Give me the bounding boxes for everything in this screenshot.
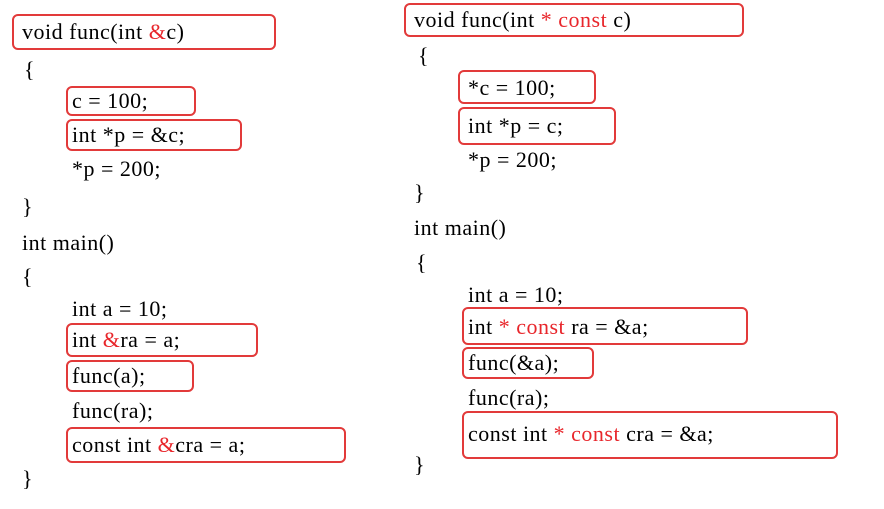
code-token: func(ra); (468, 385, 550, 410)
highlighted-code-token: & (157, 432, 176, 457)
code-token: { (22, 264, 34, 289)
code-token: *p = 200; (468, 147, 558, 172)
highlighted-code-token: & (102, 327, 121, 352)
highlight-box (404, 3, 744, 37)
highlight-box (462, 347, 594, 379)
highlight-box (462, 307, 748, 345)
code-token: { (24, 57, 36, 82)
code-line: int * const ra = &a; (468, 314, 649, 340)
code-line: { (22, 264, 33, 290)
highlight-box (66, 360, 194, 392)
code-token: *p = 200; (72, 156, 162, 181)
code-token: *c = 100; (468, 75, 556, 100)
highlight-box (66, 323, 258, 357)
code-token: const int (468, 421, 554, 446)
code-line: func(ra); (468, 385, 549, 411)
code-token: int main() (22, 230, 115, 255)
code-token: func(ra); (72, 398, 154, 423)
highlighted-code-token: & (148, 19, 167, 44)
code-line: c = 100; (72, 88, 148, 114)
code-token: int *p = &c; (72, 122, 186, 147)
code-line: int &ra = a; (72, 327, 180, 353)
right-code-panel: void func(int * const c) { *c = 100; int… (400, 0, 884, 509)
code-line: { (418, 43, 429, 69)
highlight-box (458, 107, 616, 145)
code-token: int (72, 327, 103, 352)
code-line: *p = 200; (468, 147, 557, 173)
code-token: } (414, 452, 426, 477)
code-line: int main() (22, 230, 114, 256)
code-line: int a = 10; (72, 296, 168, 322)
code-token: void func(int (22, 19, 149, 44)
code-line: int *p = &c; (72, 122, 185, 148)
code-line: } (414, 452, 425, 478)
code-token: cra = &a; (620, 421, 714, 446)
code-token: int (468, 314, 499, 339)
code-line: func(a); (72, 363, 146, 389)
code-line: } (22, 194, 33, 220)
left-code-panel: void func(int &c) { c = 100; int *p = &c… (0, 0, 400, 509)
code-token: c) (166, 19, 185, 44)
code-line: { (24, 57, 35, 83)
code-token: ra = a; (120, 327, 181, 352)
code-line: } (414, 180, 425, 206)
code-token: func(a); (72, 363, 146, 388)
code-token: const int (72, 432, 158, 457)
highlight-box (462, 411, 838, 459)
code-line: int a = 10; (468, 282, 564, 308)
code-token: c) (607, 7, 632, 32)
highlight-box (66, 86, 196, 116)
code-line: func(ra); (72, 398, 153, 424)
code-token: int a = 10; (72, 296, 168, 321)
highlight-box (66, 119, 242, 151)
code-line: const int &cra = a; (72, 432, 245, 458)
highlight-box (458, 70, 596, 104)
code-line: } (22, 466, 33, 492)
code-line: *p = 200; (72, 156, 161, 182)
code-token: int a = 10; (468, 282, 564, 307)
code-line: const int * const cra = &a; (468, 421, 714, 447)
highlighted-code-token: * const (553, 421, 621, 446)
code-line: void func(int &c) (22, 19, 184, 45)
highlight-box (66, 427, 346, 463)
highlight-box (12, 14, 276, 50)
code-token: void func(int (414, 7, 541, 32)
code-token: int *p = c; (468, 113, 564, 138)
code-token: cra = a; (175, 432, 246, 457)
code-token: { (418, 43, 430, 68)
code-line: { (416, 250, 427, 276)
code-line: int *p = c; (468, 113, 564, 139)
highlighted-code-token: * const (540, 7, 608, 32)
code-token: } (22, 466, 34, 491)
code-token: } (22, 194, 34, 219)
code-token: } (414, 180, 426, 205)
code-token: int main() (414, 215, 507, 240)
code-token: ra = &a; (565, 314, 649, 339)
code-token: { (416, 250, 428, 275)
code-line: int main() (414, 215, 506, 241)
code-token: func(&a); (468, 350, 560, 375)
code-line: void func(int * const c) (414, 7, 631, 33)
highlighted-code-token: * const (498, 314, 566, 339)
code-token: c = 100; (72, 88, 149, 113)
code-line: *c = 100; (468, 75, 556, 101)
code-line: func(&a); (468, 350, 559, 376)
